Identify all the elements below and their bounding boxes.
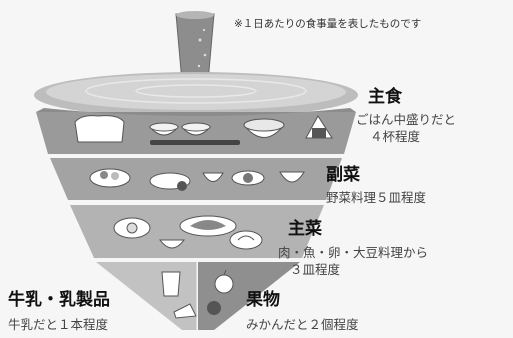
shushoku-desc-line2: ４杯程度 — [370, 129, 421, 144]
band-fukusai — [50, 158, 342, 200]
fukusai-desc-line1: 野菜料理５皿程度 — [326, 190, 427, 205]
milk-glass-icon — [161, 271, 181, 297]
water-glass-icon — [175, 11, 215, 83]
top-disc — [34, 72, 358, 118]
note-text: ※１日あたりの食事量を表したものです — [234, 18, 422, 30]
shusai-desc-line1: 肉・魚・卵・大豆料理から — [278, 245, 429, 260]
dairy-title: 牛乳・乳製品 — [8, 290, 110, 310]
side-dish-icons — [89, 168, 305, 191]
fruit-title: 果物 — [246, 290, 280, 310]
shushoku-desc-line1: ごはん中盛りだと — [356, 112, 457, 127]
rice-ball-icon — [305, 115, 333, 139]
noodle-bowl-icon — [242, 118, 286, 138]
fukusai-title: 副菜 — [326, 165, 360, 185]
shusai-title: 主菜 — [288, 219, 322, 239]
cheese-icon — [173, 303, 197, 319]
fruit-desc-line1: みかんだと２個程度 — [246, 317, 359, 332]
main-dish-icons — [113, 215, 263, 250]
dairy-desc-line1: 牛乳だと１本程度 — [8, 317, 109, 332]
bread-icon — [74, 115, 125, 143]
shushoku-title: 主食 — [368, 87, 402, 107]
shusai-desc-line2: ３皿程度 — [290, 262, 341, 277]
fruit-icon — [207, 269, 234, 315]
rice-bowls-icon — [148, 122, 240, 145]
